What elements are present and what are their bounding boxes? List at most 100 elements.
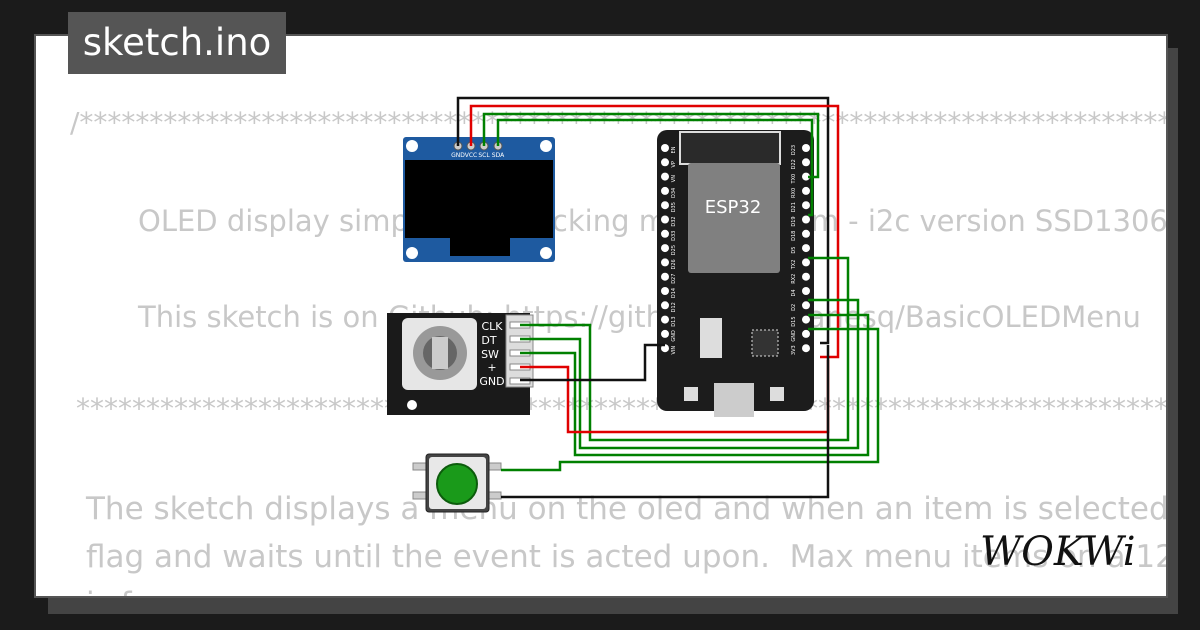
esp32-pin-label: D13	[671, 316, 677, 326]
usb-port	[714, 383, 754, 417]
esp32-pin-label: VP	[671, 161, 677, 167]
file-tab[interactable]: sketch.ino	[68, 12, 286, 74]
esp32-pin-label: D19	[791, 216, 797, 226]
wire-oled-vcc	[469, 104, 840, 359]
esp32-pin-label: D5	[791, 247, 797, 254]
wire-oled-gnd	[456, 96, 830, 345]
esp32-pin-label: D25	[671, 245, 677, 255]
push-button[interactable]	[412, 453, 502, 513]
esp32-pin[interactable]	[661, 272, 669, 281]
mount-hole	[540, 140, 552, 152]
esp32-pin[interactable]	[661, 287, 669, 295]
esp32-pin-label: D35	[671, 202, 677, 212]
oled-pin-label: SDA	[492, 152, 505, 159]
esp32-pin[interactable]	[802, 172, 810, 181]
wire-oled-sda	[496, 118, 814, 217]
esp32-pin[interactable]	[802, 344, 810, 353]
mount-hole	[540, 247, 552, 259]
rotary-encoder[interactable]: CLK DT SW + GND	[387, 313, 534, 415]
encoder-pin-label: +	[487, 361, 496, 374]
esp32-label: ESP32	[705, 197, 762, 218]
encoder-pin-label: CLK	[481, 320, 503, 333]
esp32-pin-label: D33	[671, 231, 677, 241]
esp32-pin-label: VIN	[671, 346, 677, 355]
esp32-pin[interactable]	[802, 272, 810, 281]
code-line: flag and waits until the event is acted …	[86, 539, 1166, 575]
esp32-pin-label: GND	[791, 330, 797, 342]
esp32-pin-label: D21	[791, 202, 797, 212]
button-cap	[436, 463, 478, 505]
esp32-pin-label: GND	[671, 330, 677, 342]
esp32-pin[interactable]	[661, 301, 669, 310]
code-line: is four.	[86, 586, 190, 596]
wire-button-gnd	[501, 345, 830, 499]
esp32-module	[688, 163, 780, 273]
oled-pin-label: GND	[451, 152, 465, 159]
esp32-pin[interactable]	[802, 287, 810, 295]
esp32-pin[interactable]	[802, 186, 810, 195]
esp32-pin-label: D26	[671, 259, 677, 269]
wire-button-signal	[501, 327, 880, 472]
esp32-pin[interactable]	[661, 315, 669, 324]
esp32-pin[interactable]	[802, 215, 810, 224]
encoder-pin-label: SW	[481, 348, 499, 361]
esp32-pin-label: D2	[791, 304, 797, 311]
esp32-pin[interactable]	[802, 201, 810, 210]
esp32-pin-label: D14	[671, 288, 677, 298]
esp32-pin[interactable]	[802, 315, 810, 324]
esp32-pin[interactable]	[802, 301, 810, 310]
esp32-pin[interactable]	[661, 144, 669, 152]
esp32-pin[interactable]	[661, 229, 669, 238]
wire-encoder-dt	[520, 298, 860, 450]
esp32-pin-label: TX0	[791, 174, 797, 185]
esp32-pin-label: TX2	[791, 260, 797, 271]
encoder-pin-label: GND	[479, 375, 504, 388]
esp32-pin-label: D27	[671, 274, 677, 284]
esp32-pin-label: D32	[671, 216, 677, 226]
oled-pin-label: SCL	[478, 152, 490, 159]
esp32-pin-label: 3V3	[791, 345, 797, 355]
mount-hole	[406, 140, 418, 152]
wire-oled-scl	[482, 112, 820, 179]
esp32-pin[interactable]	[802, 329, 810, 338]
mount-hole	[406, 247, 418, 259]
esp32-pin[interactable]	[661, 201, 669, 210]
oled-pin-label: VCC	[465, 152, 477, 159]
esp32-pin[interactable]	[661, 215, 669, 224]
wire-encoder-sw	[520, 313, 870, 457]
code-line: ****************************************…	[76, 392, 1168, 425]
esp32-pin-label: D23	[791, 145, 797, 155]
esp32-pin-label: RX0	[791, 188, 797, 198]
wires	[456, 96, 880, 499]
esp32-pin[interactable]	[802, 229, 810, 238]
esp32-pin[interactable]	[802, 258, 810, 267]
esp32-pin-label: D22	[791, 159, 797, 169]
encoder-pin-label: DT	[481, 334, 496, 347]
esp32-pin[interactable]	[661, 244, 669, 253]
esp32-board[interactable]: ESP32 ENVPVND34D35D32D33D25D26D27D14D12D…	[657, 130, 814, 417]
esp32-pin-label: VN	[671, 175, 677, 182]
esp32-pin[interactable]	[802, 158, 810, 167]
oled-display[interactable]: GND VCC SCL SDA	[403, 137, 555, 262]
esp32-pin[interactable]	[661, 172, 669, 181]
code-line: /***************************************…	[70, 106, 1168, 139]
esp32-pin-label: D4	[791, 289, 797, 296]
wire-encoder-clk	[520, 256, 850, 442]
esp32-pin[interactable]	[802, 144, 810, 152]
wire-encoder-gnd	[520, 343, 665, 382]
oled-screen	[405, 160, 553, 238]
esp32-pin[interactable]	[661, 329, 669, 338]
esp32-pin-label: D18	[791, 231, 797, 241]
esp32-pin-label: D12	[671, 302, 677, 312]
esp32-pin[interactable]	[661, 186, 669, 195]
esp32-pin-label: D15	[791, 316, 797, 326]
esp32-pin[interactable]	[661, 158, 669, 167]
esp32-pin-label: RX2	[791, 274, 797, 284]
oled-ribbon	[450, 238, 510, 256]
esp32-pin-label: D34	[671, 188, 677, 198]
esp32-pin[interactable]	[661, 258, 669, 267]
wokwi-logo: WOKWi	[980, 529, 1136, 575]
esp32-pin[interactable]	[802, 244, 810, 253]
esp32-pin-label: EN	[671, 146, 677, 153]
